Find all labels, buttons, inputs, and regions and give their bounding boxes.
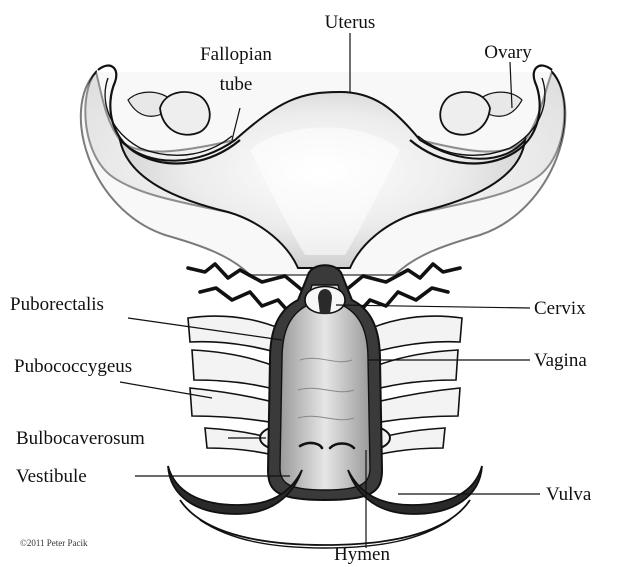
label-ovary: Ovary [484, 42, 532, 63]
label-pubococcygeus: Pubococcygeus [14, 356, 132, 377]
label-fallopian-tube-line1: Fallopian [200, 44, 272, 65]
vaginal-canal [268, 265, 382, 500]
label-fallopian-tube-line2: tube [220, 74, 253, 95]
label-vagina: Vagina [534, 350, 587, 371]
copyright-credit: ©2011 Peter Pacik [20, 538, 88, 548]
label-bulbocaverosum: Bulbocaverosum [16, 428, 145, 449]
label-uterus: Uterus [325, 12, 376, 33]
label-puborectalis: Puborectalis [10, 294, 104, 315]
label-cervix: Cervix [534, 298, 586, 319]
label-vestibule: Vestibule [16, 466, 87, 487]
label-hymen: Hymen [334, 544, 390, 565]
label-vulva: Vulva [546, 484, 592, 505]
